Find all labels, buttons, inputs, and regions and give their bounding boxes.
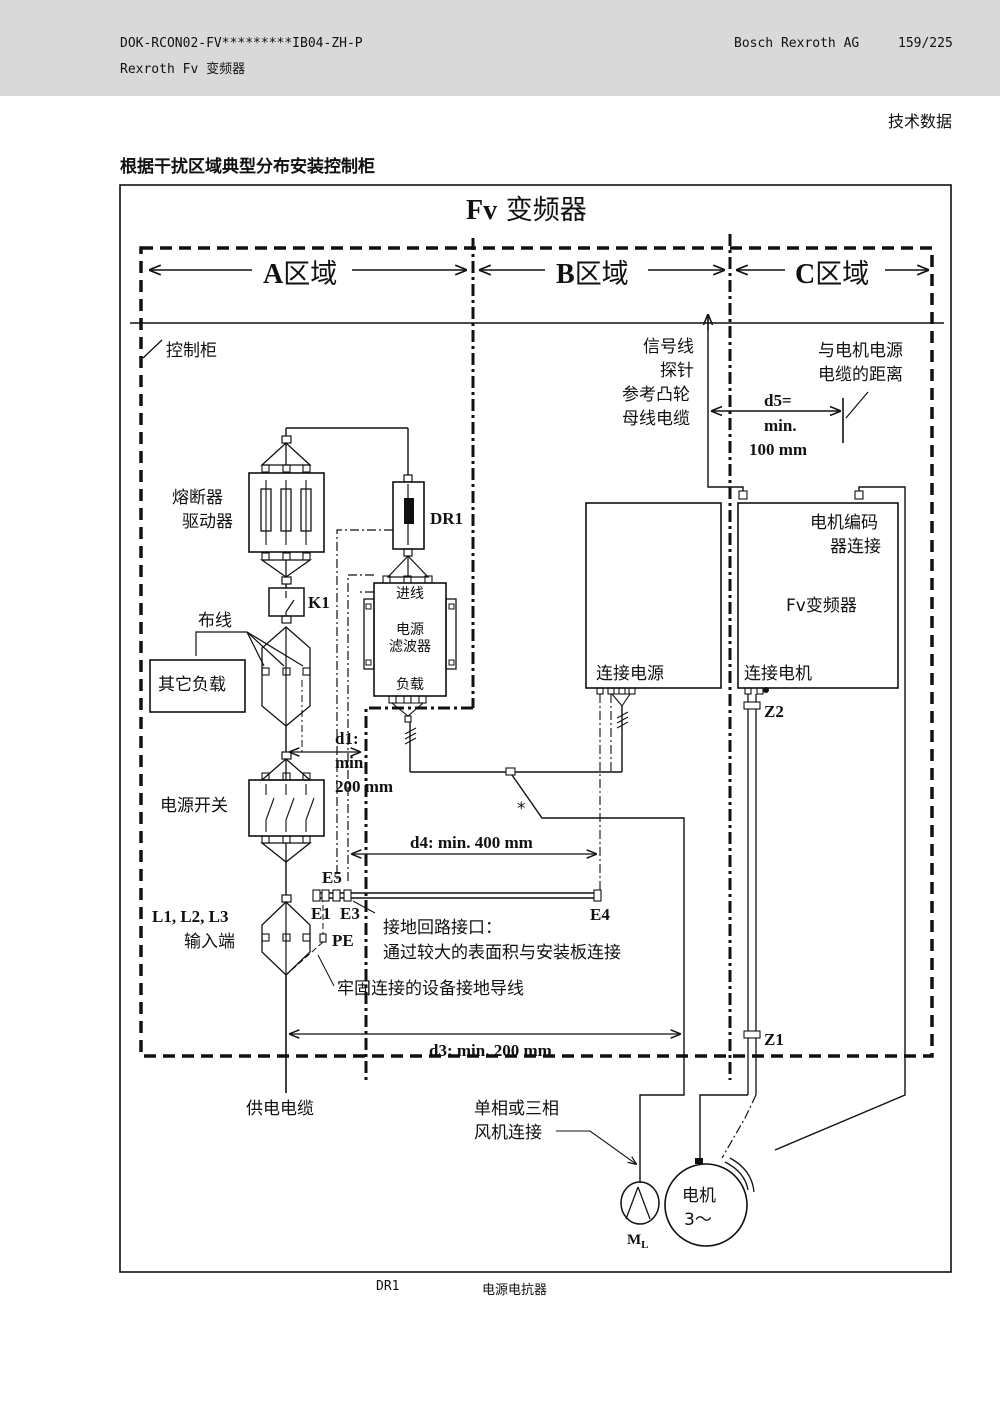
- fuse-label-2: 驱动器: [182, 512, 233, 532]
- zone-c-label: C区域: [795, 259, 869, 290]
- page-header: DOK-RCON02-FV*********IB04-ZH-P Rexroth …: [0, 0, 1000, 96]
- fan-name: ML: [627, 1232, 649, 1251]
- filter-input-label: 进线: [396, 586, 424, 602]
- dr1-label: DR1: [430, 509, 463, 528]
- main-title: Fv 变频器: [466, 195, 587, 226]
- figure-title: 根据干扰区域典型分布安装控制柜: [120, 157, 375, 177]
- pe-label: PE: [332, 931, 354, 950]
- fv-inverter-box: [737, 502, 899, 689]
- product-name: Rexroth Fv 变频器: [120, 62, 246, 77]
- encoder-label-2: 器连接: [830, 537, 881, 557]
- input-terminal-label-2: 输入端: [184, 932, 235, 952]
- connect-motor-label: 连接电机: [744, 664, 812, 684]
- e4-label: E4: [590, 905, 610, 924]
- ground-conductor-label: 牢固连接的设备接地导线: [337, 979, 524, 999]
- zone-border: [139, 246, 934, 1058]
- ground-interface-label-1: 接地回路接口：: [383, 918, 502, 938]
- motor-label: 电机: [682, 1186, 716, 1206]
- filter-name-1: 电源: [396, 622, 424, 638]
- fan-connection-label-1: 单相或三相: [474, 1099, 559, 1119]
- company-name: Bosch Rexroth AG: [734, 36, 860, 51]
- ground-interface-label-2: 通过较大的表面积与安装板连接: [383, 943, 621, 963]
- signal-line-label: 信号线: [643, 337, 694, 357]
- e3-label: E3: [340, 904, 360, 923]
- ref-cam-label: 参考凸轮: [622, 385, 690, 405]
- d1-min: min.: [335, 753, 368, 772]
- input-terminal-label-1: L1, L2, L3: [152, 907, 229, 926]
- signal-line: [707, 315, 744, 497]
- d3-label: d3: min. 200 mm: [429, 1041, 552, 1060]
- d5-label: d5=: [764, 391, 792, 410]
- zone-b-label: B区域: [556, 259, 629, 290]
- d5-value: 100 mm: [749, 440, 807, 459]
- k1-label: K1: [308, 593, 330, 612]
- footer-description: 电源电抗器: [482, 1283, 548, 1298]
- asterisk-label: *: [517, 799, 526, 819]
- fv-inverter-label: Fv变频器: [786, 596, 857, 616]
- outer-frame: [119, 184, 952, 1273]
- fuse-box: [248, 472, 325, 553]
- fuse-label-1: 熔断器: [172, 488, 223, 508]
- main-switch-label: 电源开关: [160, 796, 228, 816]
- fan-connection-label-2: 风机连接: [474, 1123, 542, 1143]
- power-supply-unit: [585, 502, 722, 689]
- other-load-label: 其它负载: [158, 675, 226, 695]
- zone-a-label: A区域: [263, 259, 337, 290]
- encoder-cable: [774, 486, 906, 1151]
- cabinet-label: 控制柜: [166, 341, 217, 361]
- distance-label-1: 与电机电源: [818, 341, 903, 361]
- footer-abbreviation: DR1: [376, 1279, 400, 1294]
- motor-symbol: [664, 1163, 748, 1247]
- distance-label-2: 电缆的距离: [818, 365, 903, 385]
- probe-label: 探针: [660, 361, 694, 381]
- document-id: DOK-RCON02-FV*********IB04-ZH-P: [120, 36, 363, 51]
- fan-cable: [511, 774, 685, 1183]
- other-load-box: [149, 659, 246, 713]
- d1-label: d1:: [335, 729, 359, 748]
- section-title: 技术数据: [887, 112, 952, 131]
- z1-label: Z1: [764, 1030, 784, 1049]
- bus-cable-label: 母线电缆: [622, 409, 690, 429]
- d4-label: d4: min. 400 mm: [410, 833, 533, 852]
- motor-phase-label: 3～: [684, 1210, 712, 1230]
- page-number: 159/225: [898, 36, 953, 51]
- e1-label: E1: [311, 904, 331, 923]
- filter-name-2: 滤波器: [389, 639, 431, 655]
- e5-label: E5: [322, 868, 342, 887]
- d5-min: min.: [764, 416, 797, 435]
- supply-cable-label: 供电电缆: [246, 1099, 314, 1119]
- d1-value: 200 mm: [335, 777, 393, 796]
- encoder-label-1: 电机编码: [810, 513, 878, 533]
- z2-label: Z2: [764, 702, 784, 721]
- wiring-label: 布线: [198, 611, 232, 631]
- connect-power-label: 连接电源: [596, 664, 664, 684]
- fan-symbol: [620, 1181, 660, 1225]
- filter-load-label: 负载: [396, 677, 424, 693]
